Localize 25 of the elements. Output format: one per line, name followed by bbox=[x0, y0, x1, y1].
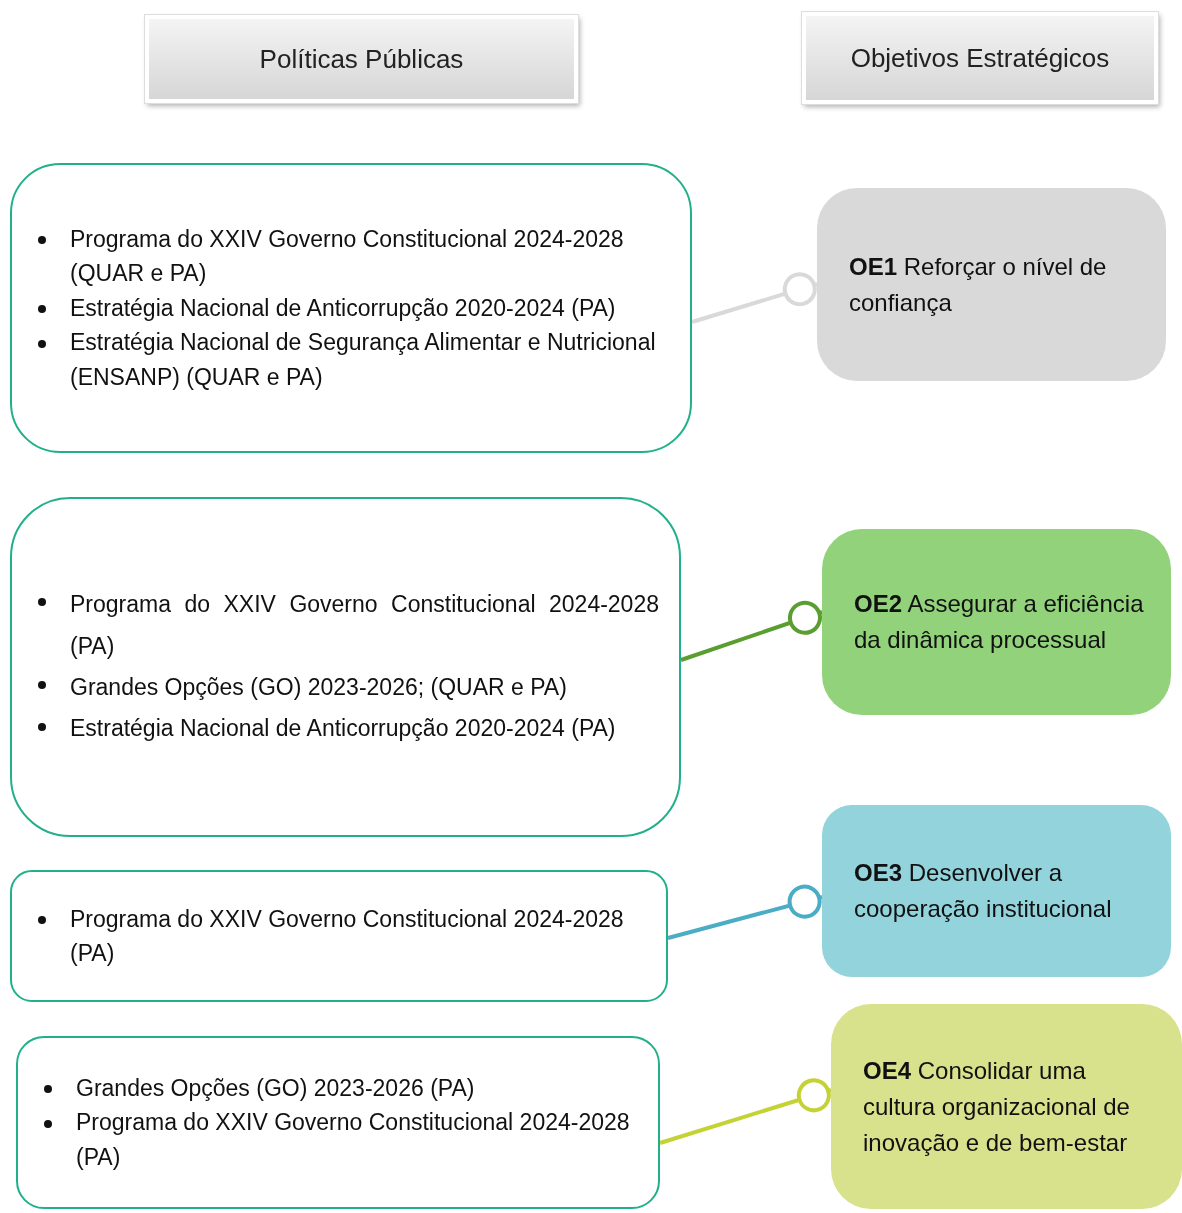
objective-box bbox=[822, 805, 1171, 977]
policy-box bbox=[10, 497, 681, 837]
connector-line bbox=[659, 1078, 832, 1145]
objective-text: OE1 Reforçar o nível de confiança bbox=[849, 251, 1108, 318]
objective-text: OE3 Desenvolver a cooperação institucional bbox=[854, 858, 1113, 924]
objective-box bbox=[817, 188, 1166, 381]
list-item: Grandes Opções (GO) 2023-2026 (PA) bbox=[76, 1074, 475, 1101]
connector-line bbox=[691, 272, 818, 324]
objective-box bbox=[822, 529, 1171, 715]
list-item: Estratégia Nacional de Anticorrupção 2020-2024 (PA) bbox=[70, 715, 616, 742]
policy-box bbox=[10, 163, 692, 453]
connector-line bbox=[680, 600, 823, 662]
policy-box bbox=[16, 1036, 660, 1209]
connector-line bbox=[667, 884, 823, 940]
policy-box bbox=[10, 870, 668, 1002]
list-item: Estratégia Nacional de Anticorrupção 2020-2024 (PA) bbox=[70, 294, 616, 321]
list-item: Estratégia Nacional de Segurança Alimentar e Nutricional (ENSANP) (QUAR e PA) bbox=[70, 329, 656, 390]
list-item: Programa do XXIV Governo Constitucional 2024-2028 (QUAR e PA) bbox=[70, 225, 624, 287]
list-item: Grandes Opções (GO) 2023-2026; (QUAR e PA) bbox=[70, 674, 567, 700]
objective-text: OE2 Assegurar a eficiência da dinâmica processual bbox=[854, 589, 1145, 655]
objective-box bbox=[831, 1004, 1182, 1209]
list-item: Programa do XXIV Governo Constitucional 2024-2028 (PA) bbox=[70, 905, 624, 966]
list-item: Programa do XXIV Governo Constitucional 2024-2028 (PA) bbox=[70, 591, 659, 659]
objective-text: OE4 Consolidar uma cultura organizacional de inovação e de bem-estar bbox=[863, 1055, 1131, 1158]
list-item: Programa do XXIV Governo Constitucional 2024-2028 (PA) bbox=[76, 1109, 630, 1170]
